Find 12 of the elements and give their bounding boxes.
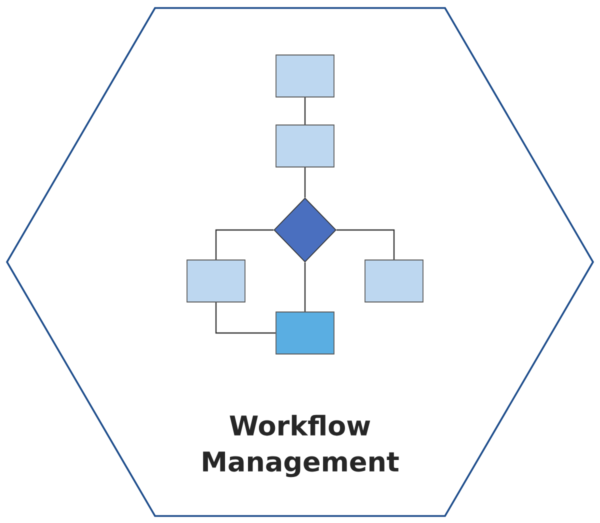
process-box [364, 260, 424, 302]
connector-line [304, 262, 306, 312]
process-box [276, 54, 334, 98]
process-box [276, 124, 334, 168]
connector-line [215, 229, 274, 260]
connector-line [336, 229, 395, 260]
process-box [186, 260, 246, 302]
connector-line [304, 167, 306, 198]
process-box [276, 312, 334, 354]
connector-line [304, 97, 306, 125]
connector-line [215, 302, 276, 334]
decision-diamond [274, 198, 336, 262]
